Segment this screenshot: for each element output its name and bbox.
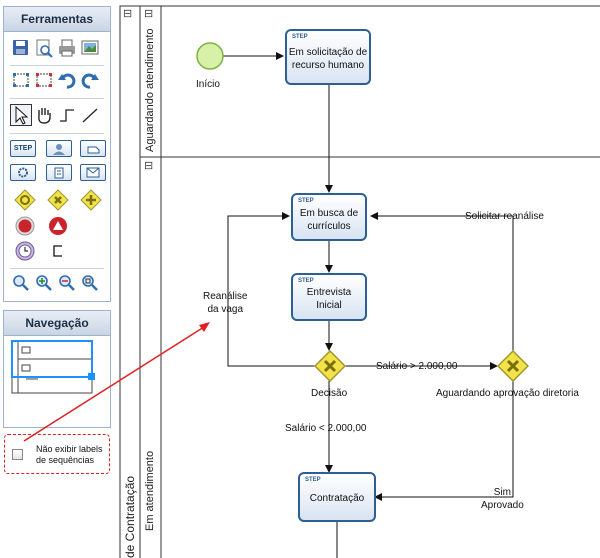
- task-tag: STEP: [298, 278, 314, 284]
- gateway-aprovacao[interactable]: [496, 349, 530, 385]
- start-event[interactable]: [195, 41, 225, 74]
- step-button-label: STEP: [13, 145, 33, 152]
- print-preview-icon[interactable]: [33, 37, 55, 59]
- connect-nodes-icon[interactable]: [33, 70, 55, 92]
- flow-label-salario-maior: Salário > 2.000,00: [376, 361, 458, 372]
- redo-icon[interactable]: [79, 70, 101, 92]
- manual-task-icon[interactable]: [80, 140, 106, 157]
- pool-label: de Contratação: [123, 475, 137, 558]
- script-task-icon[interactable]: [46, 164, 72, 181]
- lane-label-em-atendimento: Em atendimento: [144, 450, 156, 531]
- flow-label-solicitar-reanalise: Solicitar reanálise: [465, 211, 544, 222]
- task-tag: STEP: [292, 34, 308, 40]
- save-icon[interactable]: [10, 37, 32, 59]
- inclusive-gateway-icon[interactable]: [14, 189, 36, 211]
- zoom-out-icon[interactable]: [56, 272, 78, 294]
- hide-labels-label[interactable]: Não exibir labels de sequências: [36, 444, 103, 466]
- lane2-collapse-icon[interactable]: ⊟: [144, 160, 154, 172]
- flow-label-salario-menor: Salário < 2.000,00: [285, 423, 367, 434]
- task-em-solicitacao[interactable]: STEP Em solicitação de recurso humano: [285, 29, 371, 85]
- start-event-label: Início: [196, 79, 220, 90]
- step-task-icon[interactable]: STEP: [10, 140, 36, 157]
- gateway-decisao[interactable]: [313, 349, 347, 385]
- task-tag: STEP: [298, 198, 314, 204]
- flow-label-sim: Sim: [493, 487, 512, 498]
- flow-label-aprovado: Aprovado: [481, 500, 524, 511]
- flow-label-sim-aprovado: Sim Aprovado: [481, 486, 524, 512]
- orthogonal-connector-icon[interactable]: [56, 104, 78, 126]
- task-label-line2: Inicial: [316, 300, 342, 311]
- gateway-decisao-label: Decisão: [311, 388, 348, 399]
- pool-collapse-icon[interactable]: ⊟: [123, 8, 133, 20]
- navigation-title: Navegação: [4, 311, 110, 336]
- hide-labels-label-line2: de sequências: [36, 455, 95, 465]
- task-contratacao[interactable]: STEP Contratação: [298, 472, 376, 522]
- task-em-busca[interactable]: STEP Em busca de currículos: [291, 193, 367, 241]
- navigation-panel: Navegação: [3, 310, 111, 428]
- task-entrevista[interactable]: STEP Entrevista Inicial: [291, 273, 367, 321]
- hide-labels-checkbox[interactable]: [12, 449, 23, 460]
- hide-labels-label-line1: Não exibir labels: [36, 444, 103, 454]
- task-label-line1: Contratação: [309, 493, 365, 504]
- flow-label-reanalise-line2: da vaga: [207, 304, 244, 315]
- straight-connector-icon[interactable]: [79, 104, 101, 126]
- task-label-line1: Entrevista: [306, 287, 352, 298]
- end-event-icon[interactable]: [14, 215, 36, 237]
- task-label-line2: recurso humano: [291, 60, 365, 71]
- undo-icon[interactable]: [56, 70, 78, 92]
- zoom-in-icon[interactable]: [33, 272, 55, 294]
- task-label-line1: Em busca de: [299, 208, 359, 219]
- annotation-icon[interactable]: [47, 240, 69, 262]
- zoom-fit-icon[interactable]: [79, 272, 101, 294]
- error-end-event-icon[interactable]: [47, 215, 69, 237]
- exclusive-gateway-icon[interactable]: [47, 189, 69, 211]
- zoom-icon[interactable]: [10, 272, 32, 294]
- pointer-icon[interactable]: [10, 104, 32, 126]
- hand-pan-icon[interactable]: [33, 104, 55, 126]
- navigation-minimap[interactable]: [8, 339, 106, 423]
- timer-event-icon[interactable]: [14, 240, 36, 262]
- image-icon[interactable]: [79, 37, 101, 59]
- flow-label-reanalise-line1: Reanálise: [203, 291, 248, 302]
- parallel-gateway-icon[interactable]: [80, 189, 102, 211]
- select-nodes-icon[interactable]: [10, 70, 32, 92]
- task-label-line2: currículos: [307, 221, 351, 232]
- task-tag: STEP: [305, 477, 321, 483]
- lane-label-aguardando: Aguardando atendimento: [144, 28, 156, 152]
- user-task-icon[interactable]: [46, 140, 72, 157]
- toolbar-panel: Ferramentas: [3, 6, 111, 302]
- toolbar-title: Ferramentas: [4, 7, 110, 32]
- service-task-icon[interactable]: [10, 164, 36, 181]
- flow-label-reanalise: Reanálise da vaga: [203, 290, 247, 316]
- gateway-aprovacao-label: Aguardando aprovação diretoria: [436, 388, 579, 399]
- message-task-icon[interactable]: [80, 164, 106, 181]
- task-label-line1: Em solicitação de: [288, 47, 368, 58]
- lane1-collapse-icon[interactable]: ⊟: [144, 8, 154, 20]
- print-icon[interactable]: [56, 37, 78, 59]
- diagram-canvas[interactable]: ⊟ ⊟ ⊟ Aguardando atendimento Em atendime…: [115, 0, 600, 558]
